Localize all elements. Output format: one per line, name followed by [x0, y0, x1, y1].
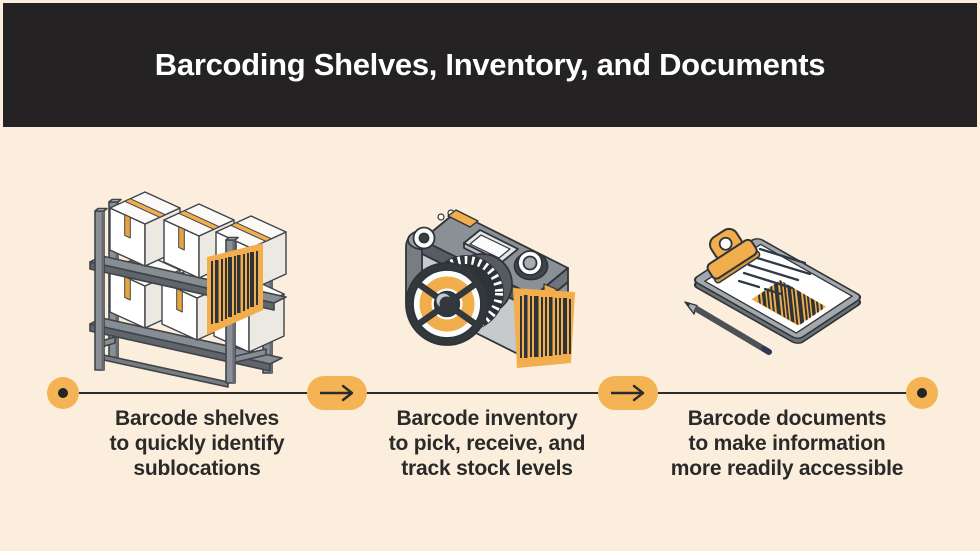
caption-line: sublocations — [133, 457, 261, 480]
dot-icon — [58, 388, 68, 398]
caption-line: Barcode shelves — [115, 407, 279, 430]
timeline-line — [63, 392, 922, 394]
arrow-right-icon — [611, 384, 645, 402]
header-banner: Barcoding Shelves, Inventory, and Docume… — [3, 3, 977, 127]
caption-line: to pick, receive, and — [388, 432, 586, 455]
dot-icon — [917, 388, 927, 398]
timeline-start-dot — [47, 377, 79, 409]
timeline-end-dot — [906, 377, 938, 409]
page-title: Barcoding Shelves, Inventory, and Docume… — [154, 47, 826, 82]
clipboard-illustration — [684, 227, 862, 355]
caption-line: to make information — [688, 432, 886, 455]
timeline-arrow-2 — [598, 376, 658, 410]
caption-line: to quickly identify — [109, 432, 285, 455]
arrow-right-icon — [320, 384, 354, 402]
camera-barcode-tag — [513, 288, 575, 368]
caption-shelves: Barcode shelves to quickly identify subl… — [110, 406, 285, 481]
shelf-barcode-tag — [207, 243, 263, 335]
document-text-lines — [737, 247, 812, 296]
shelf-illustration — [89, 191, 287, 388]
caption-line: track stock levels — [401, 457, 573, 480]
caption-inventory: Barcode inventory to pick, receive, and … — [389, 406, 586, 481]
caption-documents: Barcode documents to make information mo… — [670, 406, 904, 481]
pencil — [684, 301, 772, 355]
caption-line: Barcode documents — [687, 407, 887, 430]
timeline-arrow-1 — [307, 376, 367, 410]
caption-line: more readily accessible — [670, 457, 904, 480]
camera-illustration — [405, 209, 575, 368]
caption-line: Barcode inventory — [396, 407, 578, 430]
clipboard-clip — [706, 227, 761, 284]
